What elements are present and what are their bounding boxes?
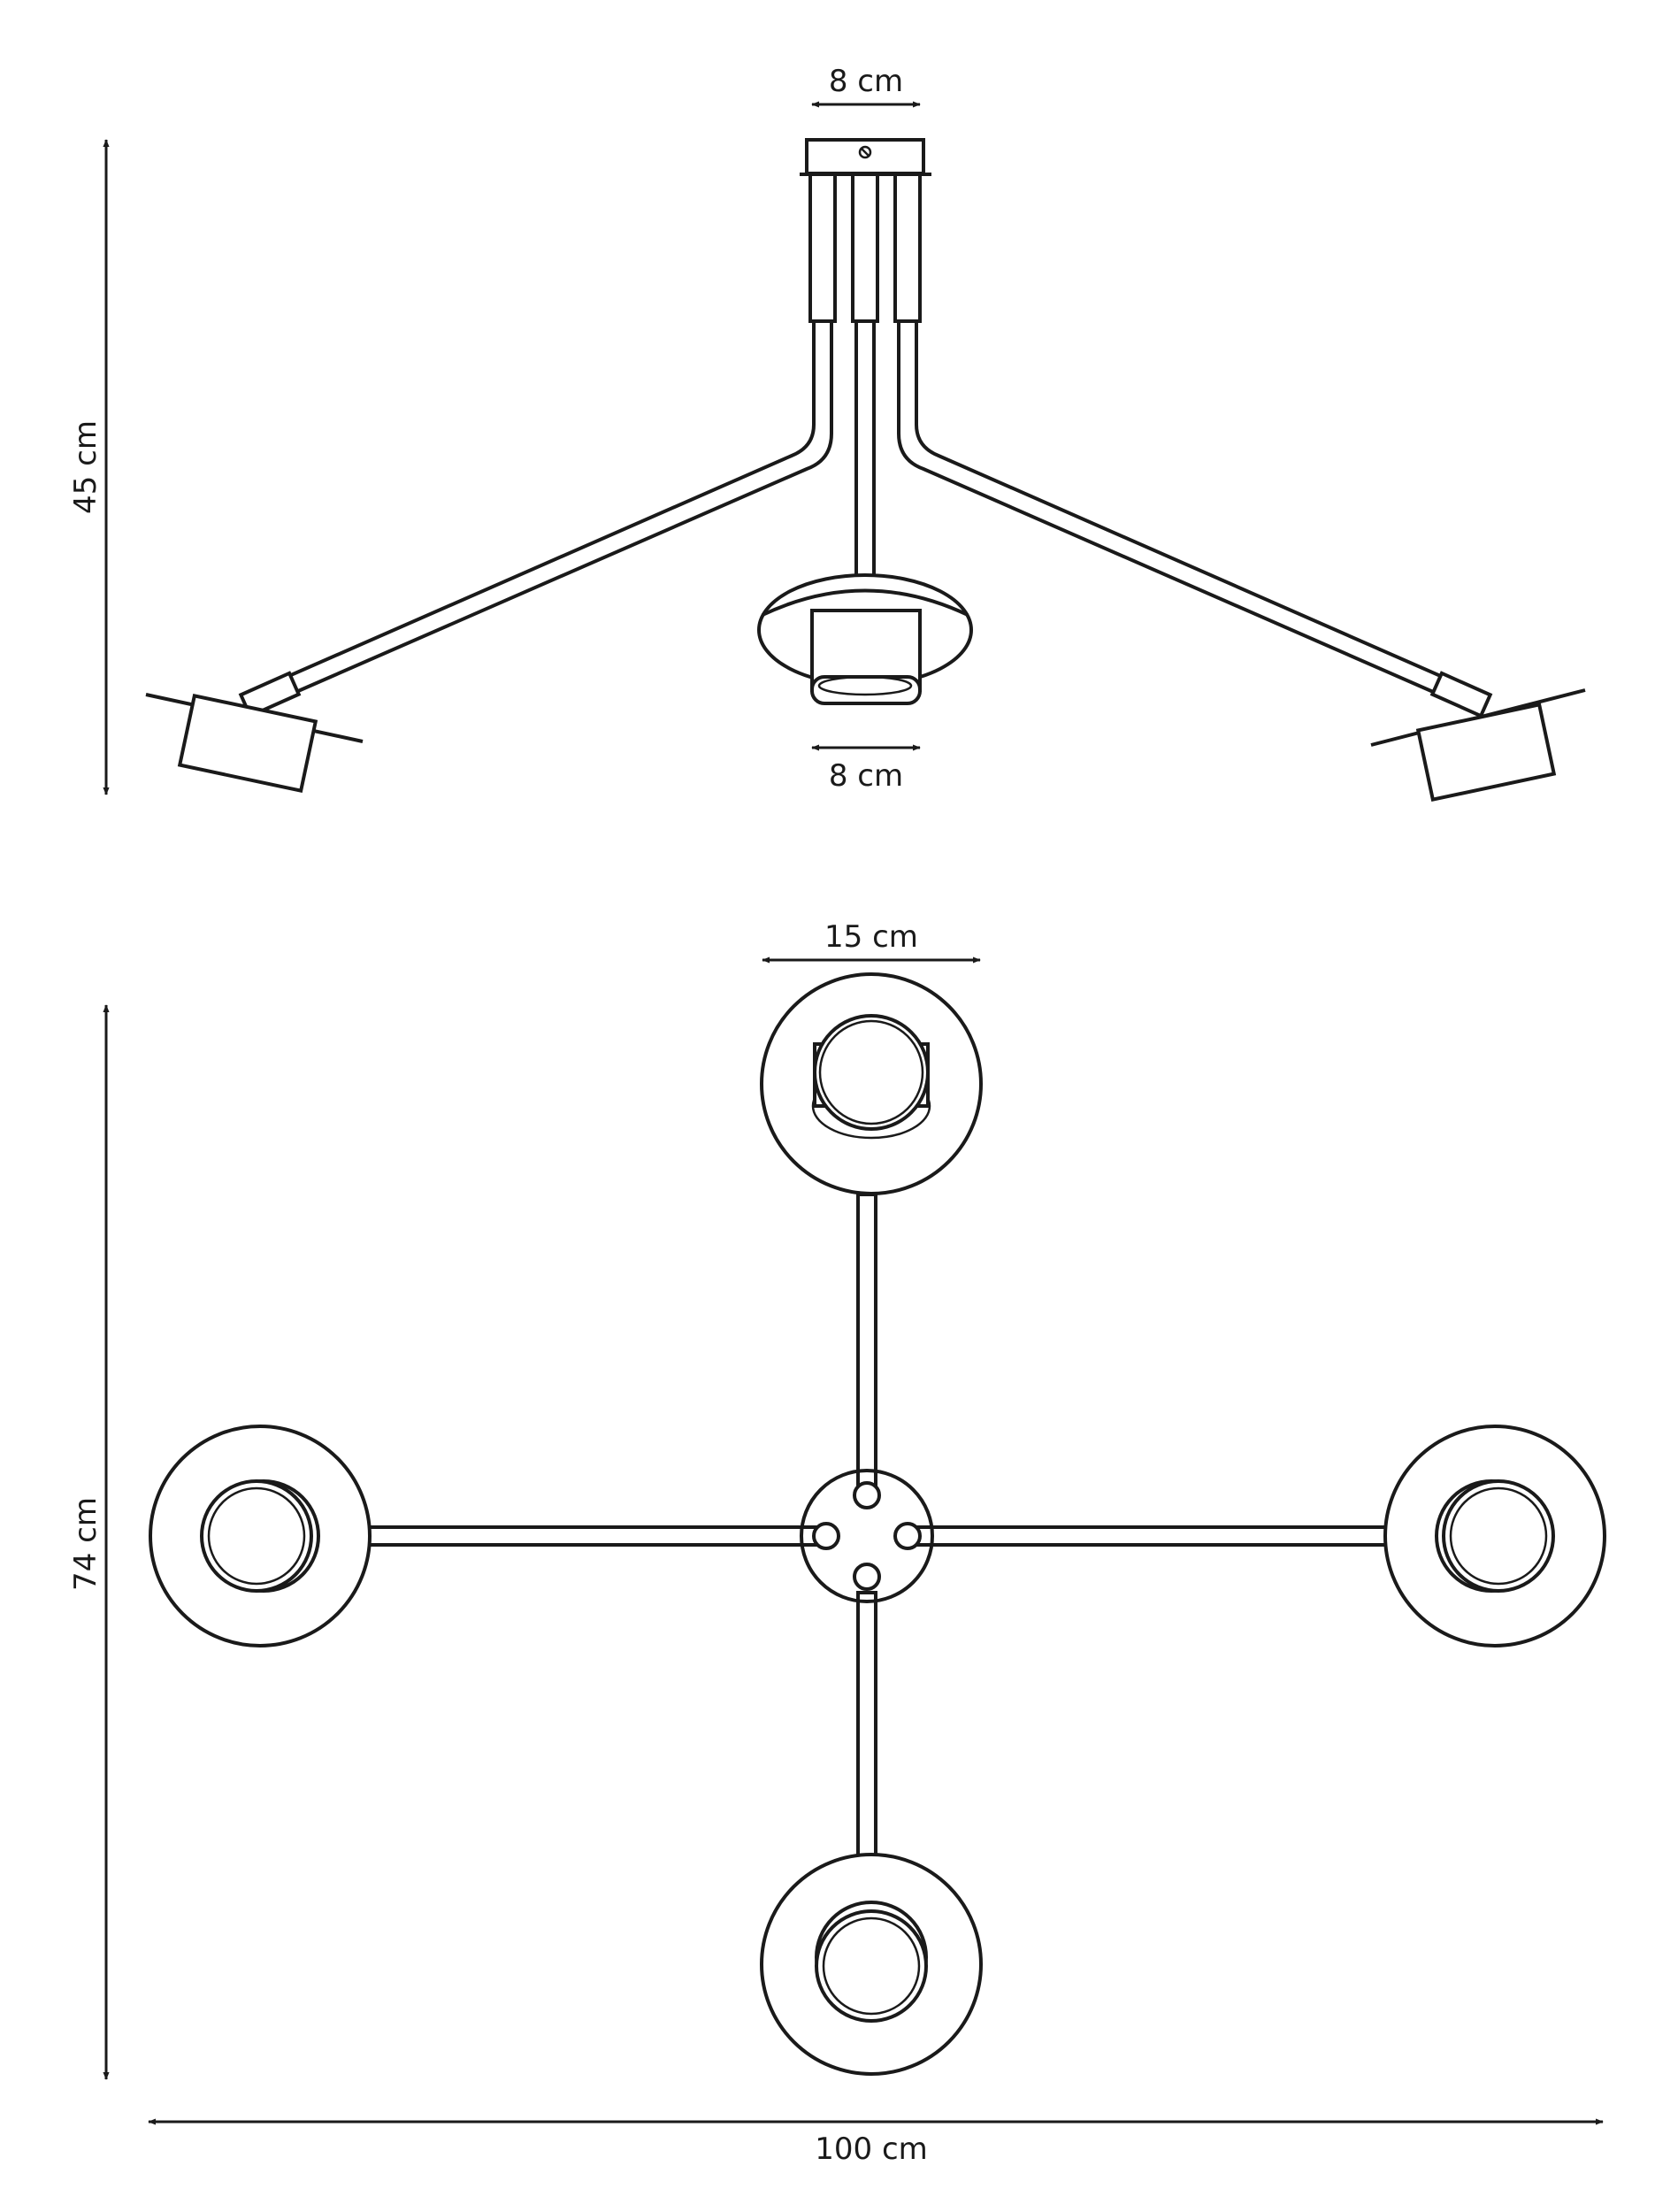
dim-shade-width: 8 cm [811,744,921,794]
dim-plan-width: 100 cm [148,2118,1604,2167]
plan-arms [363,1193,1389,1869]
plan-hub [800,1469,934,1603]
dim-plan-width-label: 100 cm [815,2131,928,2167]
plan-shade-top [760,972,983,1195]
plan-shade-bottom [760,1853,983,2076]
dim-plan-shade: 15 cm [762,919,981,964]
side-view: 8 cm 45 cm 8 cm [68,64,1586,803]
plan-view: 15 cm 74 cm 100 cm [68,919,1606,2167]
right-arm [897,321,1586,803]
dim-side-height-label: 45 cm [68,420,103,514]
plan-shade-right [1383,1425,1606,1647]
stem-sleeves [808,173,922,323]
plan-shade-left [149,1425,372,1647]
left-arm [145,321,833,794]
dim-shade-width-label: 8 cm [829,758,903,794]
ceiling-canopy [800,138,931,176]
center-arm [757,321,973,705]
dim-top-width-label: 8 cm [829,64,903,99]
dim-plan-height: 74 cm [68,1004,110,2080]
dim-top-width: 8 cm [811,64,921,108]
dim-plan-height-label: 74 cm [68,1497,103,1591]
dim-side-height: 45 cm [68,139,110,795]
dim-plan-shade-label: 15 cm [824,919,918,955]
